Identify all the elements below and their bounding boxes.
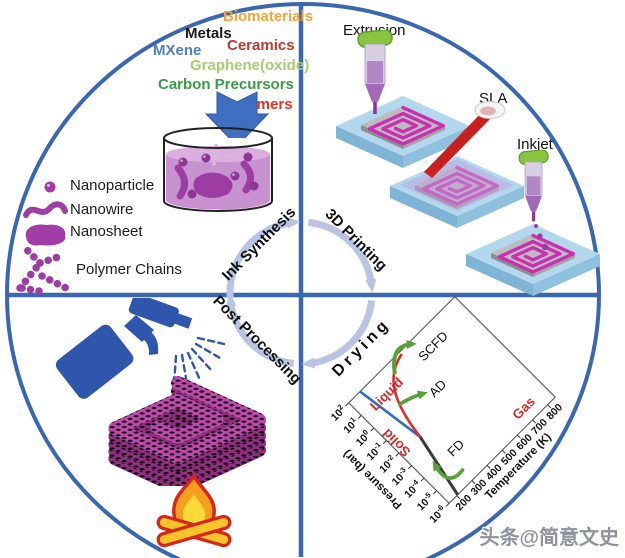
spray-bottle — [55, 298, 226, 399]
nanoparticle-icon — [44, 181, 56, 193]
svg-text:101: 101 — [340, 415, 361, 436]
sla-laser — [424, 101, 506, 178]
svg-text:10-4: 10-4 — [401, 477, 424, 500]
quadrant-dividers — [7, 2, 600, 557]
material-mxene: MXene — [153, 42, 202, 59]
svg-text:10-1: 10-1 — [363, 440, 386, 463]
fire-icon — [156, 474, 232, 548]
route-scfd: SCFD — [415, 328, 451, 364]
svg-text:10-2: 10-2 — [376, 453, 399, 476]
svg-text:100: 100 — [352, 428, 373, 449]
svg-text:10-6: 10-6 — [426, 503, 449, 526]
spray-bottle-body — [55, 298, 193, 399]
nanosheet-icon — [25, 224, 66, 246]
material-graphene-oxide: Graphene(oxide) — [190, 57, 310, 74]
printed-aerogel-block — [78, 368, 283, 486]
route-ad: AD — [426, 377, 449, 400]
down-arrow-icon — [205, 91, 269, 147]
legend-polymer-chains: Polymer Chains — [76, 261, 182, 278]
spray-mist — [172, 336, 226, 386]
extrusion-syringe — [356, 30, 394, 115]
material-biomaterials: Biomaterials — [223, 8, 314, 25]
drying-route-arrows — [392, 339, 465, 480]
inkjet-droplets — [534, 224, 549, 251]
cycle-ring — [225, 217, 377, 369]
ink-beaker — [163, 127, 273, 212]
nanowire-icon — [23, 201, 68, 218]
material-ceramics: Ceramics — [227, 37, 295, 54]
method-inkjet: Inkjet — [517, 136, 553, 153]
y-tick-labels: 102 101 100 10-1 10-2 10-3 10-4 10-5 10-… — [327, 402, 449, 526]
svg-text:10-5: 10-5 — [413, 490, 436, 513]
legend-nanoparticle: Nanoparticle — [70, 177, 155, 194]
svg-text:102: 102 — [327, 402, 348, 423]
beaker-nanomaterials — [174, 152, 259, 200]
watermark: 头条@简意文史 — [479, 527, 619, 549]
svg-text:10-3: 10-3 — [388, 465, 411, 488]
legend-nanowire: Nanowire — [70, 201, 134, 218]
legend-nanosheet: Nanosheet — [70, 223, 143, 240]
route-fd: FD — [444, 437, 467, 460]
material-metals: Metals — [185, 25, 232, 42]
axis-ticks — [345, 402, 552, 507]
material-carbon-precursors: Carbon Precursors — [158, 76, 294, 93]
polymer-chains-icon — [16, 244, 70, 296]
inkjet-syringe — [517, 150, 550, 223]
